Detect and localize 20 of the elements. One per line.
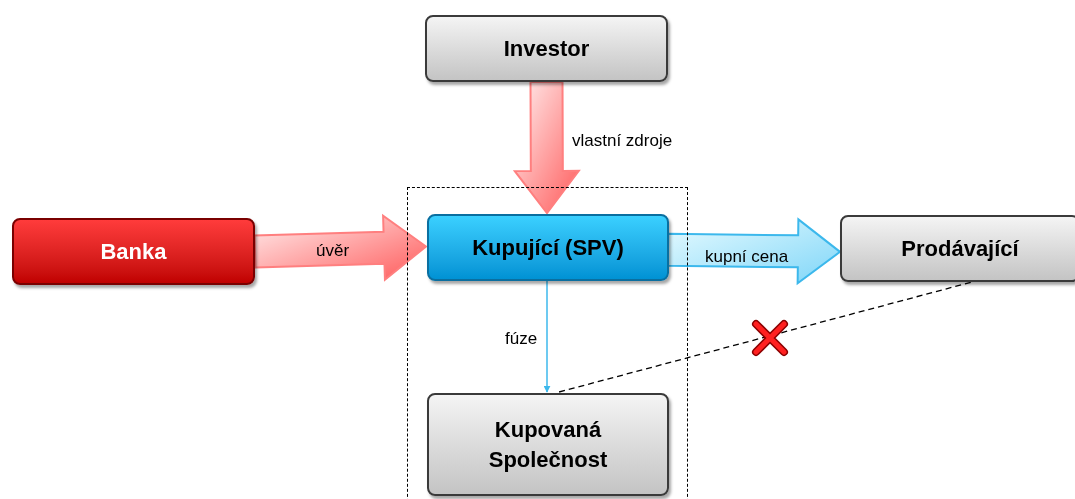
process-box — [427, 214, 669, 281]
edge-label: úvěr — [316, 240, 350, 262]
node-label: Investor — [502, 35, 591, 63]
edge-label: kupní cena — [705, 246, 789, 268]
node-label: Prodávající — [900, 235, 1020, 263]
block-arrow — [512, 80, 581, 215]
process-box — [12, 218, 255, 285]
block-arrow — [253, 213, 428, 282]
dashed-group-box — [407, 187, 688, 499]
node-label: Kupovaná Společnost — [487, 415, 609, 474]
process-box — [425, 15, 668, 82]
process-box — [427, 393, 669, 496]
edge-label: fúze — [505, 328, 538, 350]
block-arrow — [666, 217, 842, 286]
arrow — [543, 279, 551, 393]
node-label: Kupující (SPV) — [471, 234, 625, 262]
node-label: Banka — [99, 238, 168, 266]
edge-label: vlastní zdroje — [572, 130, 673, 152]
dashed-line — [558, 281, 973, 393]
process-box — [840, 215, 1075, 282]
